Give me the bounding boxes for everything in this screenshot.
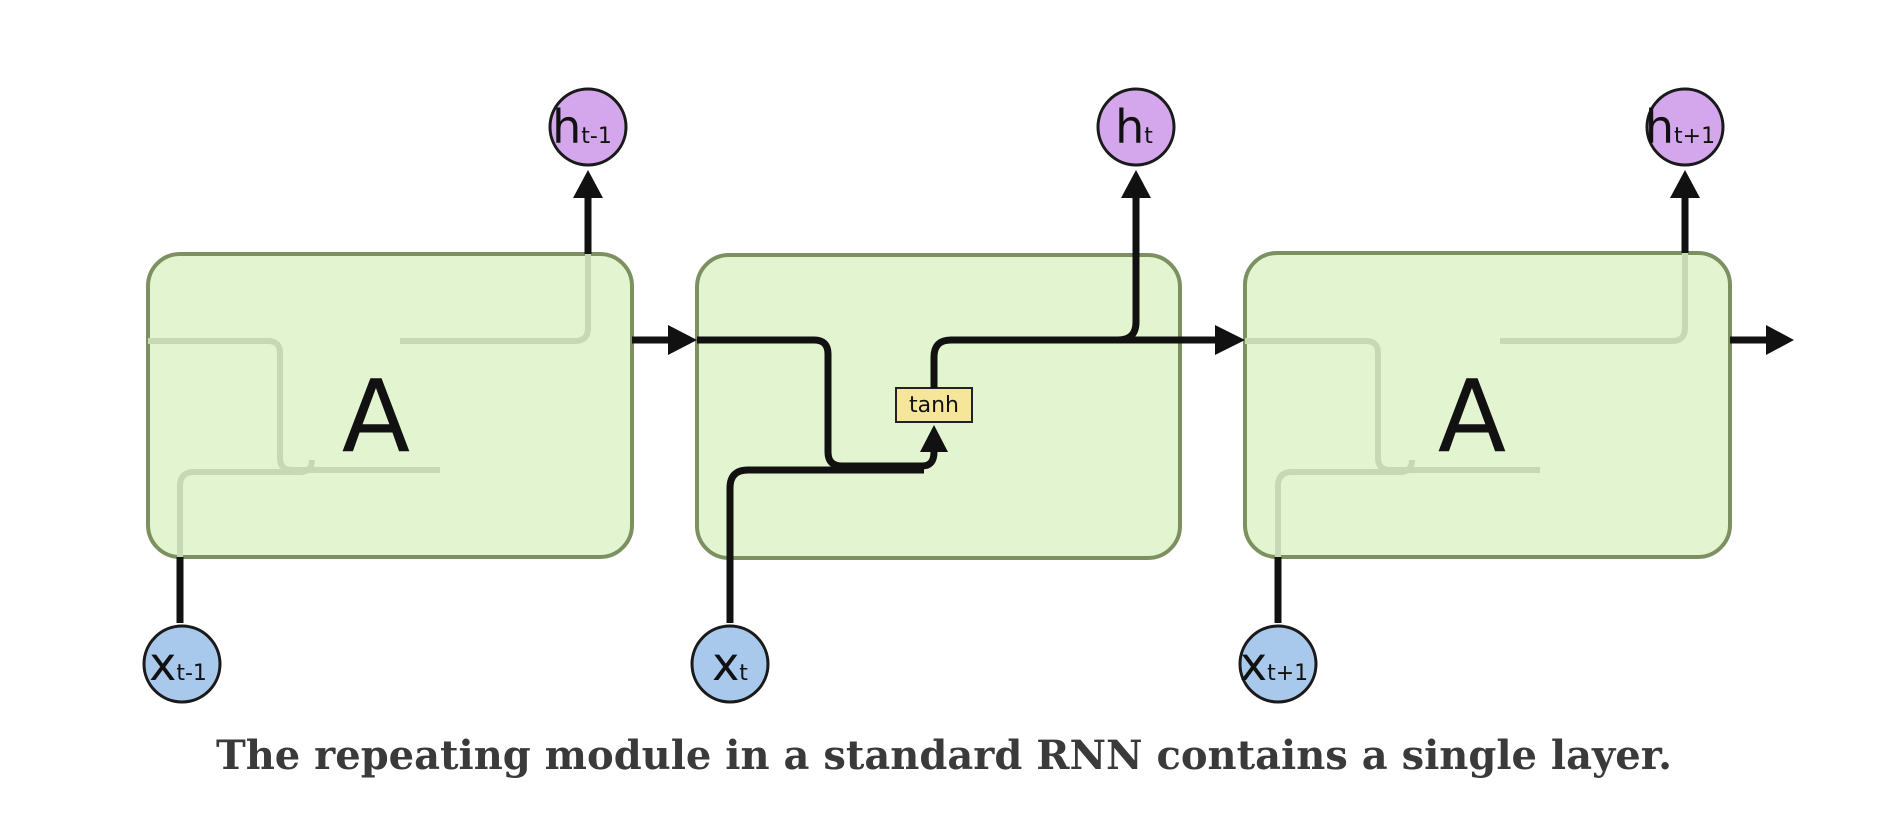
input-node-subscript: t [739,661,748,686]
cell-t-plus-1: A [1243,251,1732,559]
hidden-arrowhead-out [1766,325,1794,355]
input-node-letter: x [1240,637,1267,691]
hidden-arrowhead-into-middle [668,325,697,355]
svg-text:ht-1: ht-1 [552,100,612,154]
tanh-output-wire [930,336,1230,388]
cell-box-left [146,252,634,559]
svg-text:xt+1: xt+1 [1240,637,1308,691]
cell-label-right: A [1438,358,1506,475]
hidden-node-t-minus-1: ht-1 [548,87,628,167]
tanh-gate [895,387,973,423]
cell-label-left: A [342,358,410,475]
cell-box-right [1243,251,1732,559]
svg-text:xt: xt [712,637,748,691]
hidden-node-subscript: t+1 [1674,124,1715,149]
svg-text:ht+1: ht+1 [1645,100,1715,154]
input-node-t-plus-1: xt+1 [1238,624,1318,704]
hidden-node-subscript: t-1 [581,124,612,149]
hidden-arrowhead-into-right [1215,325,1245,355]
input-node-letter: x [712,637,739,691]
hidden-node-letter: h [1115,100,1144,154]
input-node-subscript: t+1 [1267,661,1308,686]
output-arrowhead-middle [1121,170,1151,198]
input-node-subscript: t-1 [176,661,207,686]
hidden-node-subscript: t [1144,124,1153,149]
input-node-t: xt [690,624,770,704]
hidden-node-letter: h [552,100,581,154]
hidden-node-t-plus-1: ht+1 [1645,87,1725,167]
cell-t-minus-1: A [146,252,634,559]
svg-text:ht: ht [1115,100,1153,154]
output-wire-middle [1117,198,1140,344]
rnn-unrolled-diagram: A A tanh ht-1 ht [142,87,1794,704]
figure-caption: The repeating module in a standard RNN c… [215,732,1673,779]
output-arrowhead-right [1670,170,1700,198]
input-wire-middle [726,466,924,623]
tanh-gate-label: tanh [909,393,959,418]
output-arrowhead-left [573,170,603,198]
svg-text:xt-1: xt-1 [149,637,207,691]
hidden-node-letter: h [1645,100,1674,154]
recurrent-wire-middle [697,336,938,470]
input-node-letter: x [149,637,176,691]
hidden-node-t: ht [1096,87,1176,167]
tanh-input-arrowhead [920,425,948,452]
input-node-t-minus-1: xt-1 [142,624,222,704]
